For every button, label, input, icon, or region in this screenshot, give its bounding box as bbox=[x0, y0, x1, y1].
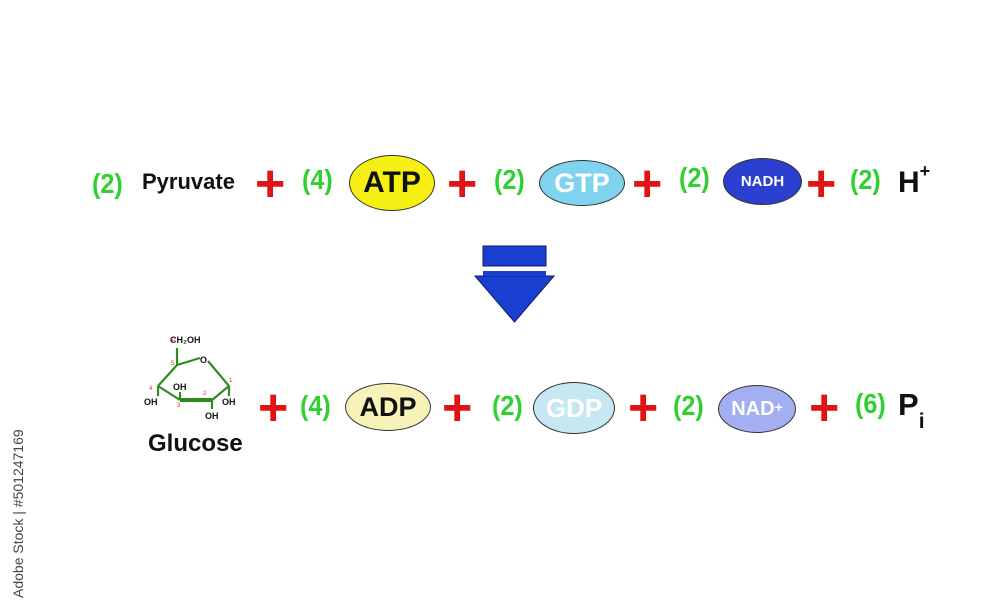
plus-sign: + bbox=[628, 379, 659, 437]
plus-sign: + bbox=[258, 379, 289, 437]
nadh-label: NADH bbox=[740, 173, 785, 190]
adp-coefficient: (4) bbox=[300, 390, 331, 421]
adp-oval: ADP bbox=[345, 383, 431, 431]
carbon-number: 2 bbox=[203, 391, 207, 397]
plus-sign: + bbox=[442, 379, 473, 437]
gtp-label: GTP bbox=[554, 167, 610, 198]
hydroxyl-label: OH bbox=[222, 397, 236, 407]
carbon-number: 5 bbox=[171, 361, 175, 367]
carbon-number: 3 bbox=[177, 403, 181, 409]
hydrogen-label: H bbox=[898, 166, 920, 199]
inorganic-phosphate: Pi bbox=[898, 387, 925, 432]
hydrogen-charge: + bbox=[919, 161, 931, 181]
hydroxyl-label: OH bbox=[144, 397, 158, 407]
gdp-label: GDP bbox=[545, 393, 603, 423]
gtp-oval: GTP bbox=[539, 160, 625, 206]
plus-sign: + bbox=[632, 155, 663, 213]
hydrogen-ion: H+ bbox=[898, 162, 930, 199]
pyruvate-label: Pyruvate bbox=[142, 169, 235, 194]
atp-oval: ATP bbox=[349, 155, 435, 211]
gdp-oval: GDP bbox=[533, 382, 615, 434]
plus-sign: + bbox=[806, 155, 837, 213]
pi-coefficient: (6) bbox=[855, 388, 886, 419]
nadh-oval: NADH bbox=[723, 158, 802, 205]
gtp-coefficient: (2) bbox=[494, 164, 525, 195]
stock-id-text: Adobe Stock | #501247169 bbox=[10, 429, 26, 598]
nad-charge: + bbox=[774, 399, 783, 415]
phosphate-subscript: i bbox=[918, 410, 925, 434]
carbon-number: 1 bbox=[229, 378, 233, 384]
gdp-coefficient: (2) bbox=[492, 390, 523, 421]
nad-coefficient: (2) bbox=[673, 390, 704, 421]
carbon-number: 6 bbox=[172, 339, 176, 345]
plus-sign: + bbox=[447, 155, 478, 213]
nadh-coefficient: (2) bbox=[679, 162, 710, 193]
ring-oxygen-label: O bbox=[200, 355, 207, 365]
glucose-structure-icon: CH₂OH O OH OH OH OH 6 5 4 3 2 1 bbox=[144, 335, 236, 421]
plus-sign: + bbox=[809, 379, 840, 437]
carbon-number: 4 bbox=[149, 386, 153, 392]
glucose-label: Glucose bbox=[148, 430, 243, 457]
nad-label: NAD bbox=[731, 398, 775, 420]
phosphate-label: P bbox=[898, 387, 919, 422]
adp-label: ADP bbox=[359, 391, 417, 422]
pyruvate-coefficient: (2) bbox=[92, 168, 123, 199]
atp-label: ATP bbox=[363, 166, 421, 199]
nad-oval: NAD+ bbox=[718, 385, 796, 433]
ch2oh-label: CH₂OH bbox=[170, 335, 201, 345]
hydroxyl-label: OH bbox=[205, 411, 219, 421]
atp-coefficient: (4) bbox=[302, 164, 333, 195]
h-coefficient: (2) bbox=[850, 164, 881, 195]
reaction-arrow-icon bbox=[473, 245, 556, 323]
plus-sign: + bbox=[255, 155, 286, 213]
hydroxyl-label: OH bbox=[173, 382, 187, 392]
